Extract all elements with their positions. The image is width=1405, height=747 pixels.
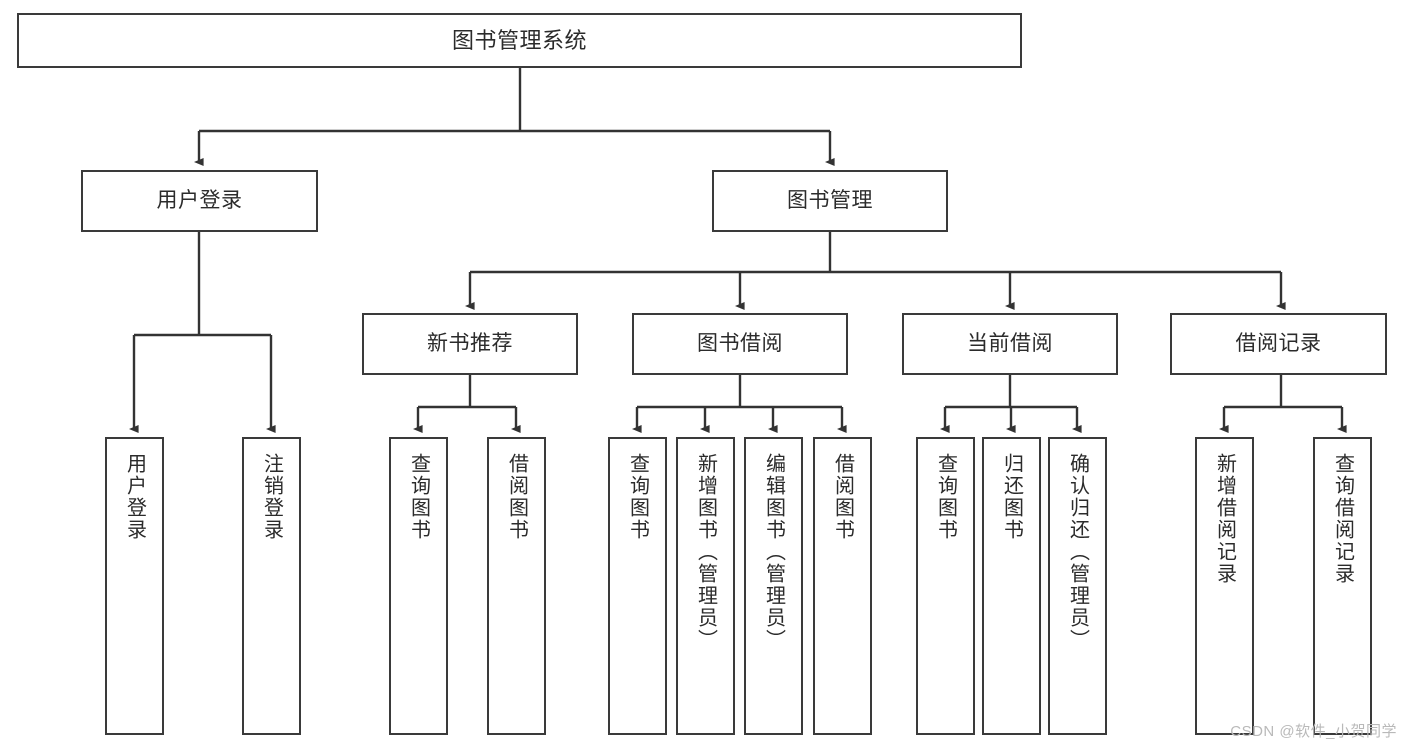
leaf-label: 借阅图书: [505, 453, 528, 541]
leaf-label: 借阅图书: [831, 453, 854, 541]
leaf-current-borrow-confirm[interactable]: 确认归还（管理员）: [1048, 437, 1107, 735]
leaf-label: 归还图书: [1000, 453, 1023, 541]
node-current-borrow-label: 当前借阅: [967, 331, 1053, 355]
leaf-borrow-record-add[interactable]: 新增借阅记录: [1195, 437, 1254, 735]
leaf-borrow-record-query[interactable]: 查询借阅记录: [1313, 437, 1372, 735]
node-user-login[interactable]: 用户登录: [81, 170, 318, 232]
leaf-label: 查询图书: [934, 453, 957, 541]
node-book-borrow-label: 图书借阅: [697, 331, 783, 355]
node-book-management[interactable]: 图书管理: [712, 170, 948, 232]
leaf-user-login-logout[interactable]: 注销登录: [242, 437, 301, 735]
leaf-user-login-login[interactable]: 用户登录: [105, 437, 164, 735]
node-new-book-recommend-label: 新书推荐: [427, 331, 513, 355]
leaf-label: 注销登录: [260, 453, 283, 541]
leaf-book-borrow-add[interactable]: 新增图书（管理员）: [676, 437, 735, 735]
leaf-label: 查询图书: [626, 453, 649, 541]
leaf-label: 查询图书: [407, 453, 430, 541]
node-borrow-record-label: 借阅记录: [1235, 331, 1322, 355]
leaf-book-borrow-borrow[interactable]: 借阅图书: [813, 437, 872, 735]
leaf-label: 编辑图书（管理员）: [762, 453, 785, 651]
leaf-current-borrow-return[interactable]: 归还图书: [982, 437, 1041, 735]
node-book-borrow[interactable]: 图书借阅: [632, 313, 848, 375]
leaf-label: 新增图书（管理员）: [694, 453, 717, 651]
leaf-label: 新增借阅记录: [1213, 453, 1236, 585]
leaf-new-book-borrow[interactable]: 借阅图书: [487, 437, 546, 735]
leaf-label: 查询借阅记录: [1331, 453, 1354, 585]
node-root[interactable]: 图书管理系统: [17, 13, 1022, 68]
leaf-book-borrow-edit[interactable]: 编辑图书（管理员）: [744, 437, 803, 735]
node-user-login-label: 用户登录: [156, 188, 243, 212]
node-book-management-label: 图书管理: [787, 188, 873, 212]
leaf-current-borrow-query[interactable]: 查询图书: [916, 437, 975, 735]
leaf-label: 确认归还（管理员）: [1066, 453, 1089, 651]
node-borrow-record[interactable]: 借阅记录: [1170, 313, 1387, 375]
leaf-new-book-query[interactable]: 查询图书: [389, 437, 448, 735]
node-root-label: 图书管理系统: [451, 27, 587, 53]
leaf-label: 用户登录: [123, 453, 146, 541]
watermark: CSDN @软件_小贺同学: [1230, 723, 1397, 740]
leaf-book-borrow-query[interactable]: 查询图书: [608, 437, 667, 735]
node-current-borrow[interactable]: 当前借阅: [902, 313, 1118, 375]
node-new-book-recommend[interactable]: 新书推荐: [362, 313, 578, 375]
